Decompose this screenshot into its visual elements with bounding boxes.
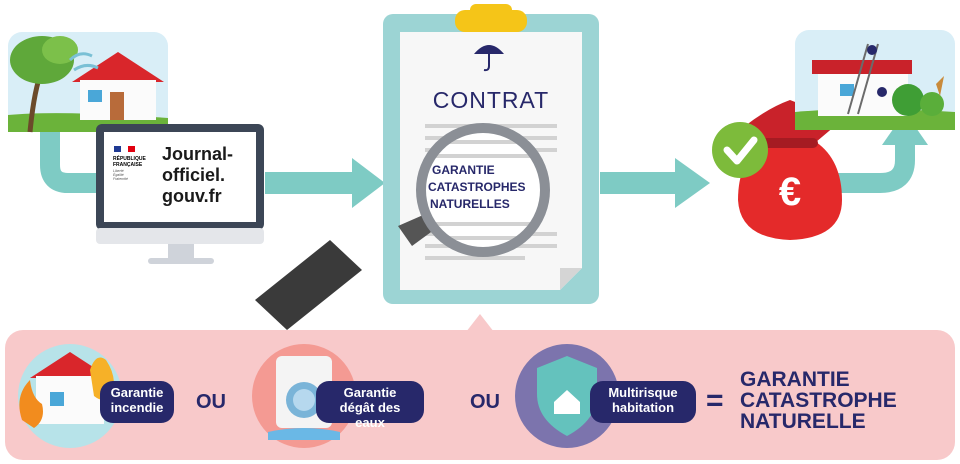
devise-line2: Égalité <box>113 172 124 177</box>
magnifying-glass-icon: GARANTIE CATASTROPHES NATURELLES <box>255 123 550 330</box>
fire-house-icon <box>18 344 122 448</box>
flag-blue <box>114 146 121 152</box>
badge-garantie-incendie: Garantie incendie <box>100 381 174 423</box>
or-separator-1: OU <box>196 391 226 413</box>
magnified-line2: CATASTROPHES <box>428 180 526 194</box>
contract-title: CONTRAT <box>433 87 549 113</box>
result-line1: GARANTIE <box>740 368 850 391</box>
badge-multirisque-line2: habitation <box>611 400 675 415</box>
repaired-house-illustration <box>795 30 955 130</box>
badge-multirisque-habitation: Multirisque habitation <box>590 381 696 423</box>
badge-incendie-line1: Garantie <box>110 385 164 400</box>
check-circle-icon <box>712 122 768 178</box>
badge-eaux-line1: Garantie <box>343 385 397 400</box>
badge-eaux-line2: dégât des eaux <box>339 400 401 430</box>
equals-sign: = <box>706 384 724 417</box>
result-line3: NATURELLE <box>740 410 866 433</box>
devise-line3: Fraternité <box>113 177 128 181</box>
site-line1: Journal- <box>162 144 233 164</box>
republique-line1: RÉPUBLIQUE <box>113 154 146 162</box>
money-bag-icon: € <box>712 100 842 240</box>
shield-home-icon <box>515 344 619 448</box>
badge-incendie-line2: incendie <box>110 400 164 415</box>
result-line2: CATASTROPHE <box>740 389 897 412</box>
monitor-illustration: RÉPUBLIQUE FRANÇAISE Liberté Égalité Fra… <box>96 124 264 264</box>
umbrella-icon <box>474 45 504 54</box>
badge-degat-des-eaux: Garantie dégât des eaux <box>316 381 424 430</box>
magnified-line1: GARANTIE <box>432 163 495 177</box>
magnified-line3: NATURELLES <box>430 197 510 211</box>
result-title: GARANTIE CATASTROPHE NATURELLE <box>740 369 897 432</box>
republique-line2: FRANÇAISE <box>113 162 143 168</box>
devise-line1: Liberté <box>113 169 124 173</box>
site-line3: gouv.fr <box>162 186 222 206</box>
panel-pointer <box>466 314 494 332</box>
site-line2: officiel. <box>162 165 225 185</box>
flag-red <box>128 146 135 152</box>
or-separator-2: OU <box>470 391 500 413</box>
euro-symbol: € <box>779 170 801 214</box>
badge-multirisque-line1: Multirisque <box>608 385 678 400</box>
